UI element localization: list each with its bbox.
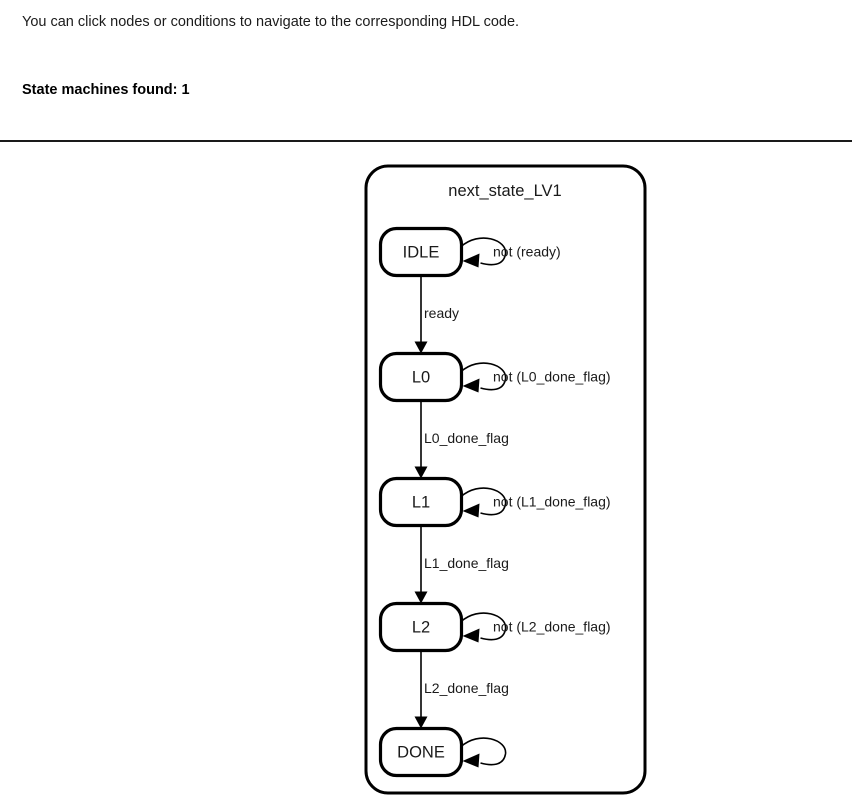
self-loop-path <box>459 612 507 641</box>
self-loop-label[interactable]: not (L0_done_flag) <box>493 369 611 385</box>
state-node-L1[interactable]: L1 <box>378 476 464 528</box>
self-loop-label[interactable]: not (L1_done_flag) <box>493 494 611 510</box>
state-node-L0[interactable]: L0 <box>378 351 464 403</box>
self-loop-label[interactable]: not (L2_done_flag) <box>493 619 611 635</box>
state-machines-found-label: State machines found: 1 <box>22 82 190 98</box>
transition-L1-to-L2[interactable]: L1_done_flag <box>414 525 509 604</box>
state-node-L2[interactable]: L2 <box>378 601 464 653</box>
self-loop-path <box>459 237 507 266</box>
state-node-label: L1 <box>412 493 430 511</box>
self-loop-label[interactable]: not (ready) <box>493 244 561 260</box>
state-node-shape <box>378 226 464 278</box>
header-area: You can click nodes or conditions to nav… <box>0 0 852 142</box>
self-loop-L0[interactable]: not (L0_done_flag) <box>459 362 611 393</box>
transition-label[interactable]: L1_done_flag <box>424 555 509 571</box>
self-loop-path <box>459 362 507 391</box>
transition-arrowhead <box>414 341 428 354</box>
state-node-shape <box>378 476 464 528</box>
transition-arrowhead <box>414 466 428 479</box>
state-node-label: IDLE <box>403 243 440 261</box>
self-loop-L1[interactable]: not (L1_done_flag) <box>459 487 611 518</box>
state-node-label: L2 <box>412 618 430 636</box>
transition-arrowhead <box>414 591 428 604</box>
self-loop-arrowhead <box>462 503 480 518</box>
self-loop-DONE[interactable] <box>459 737 507 768</box>
header-divider <box>0 140 852 142</box>
state-machine-svg[interactable]: next_state_LV1 readyL0_done_flagL1_done_… <box>0 142 852 810</box>
self-loop-path <box>459 737 507 766</box>
state-node-shape <box>378 726 464 778</box>
hint-text: You can click nodes or conditions to nav… <box>22 14 520 30</box>
self-loop-path <box>459 487 507 516</box>
self-loop-arrowhead <box>462 753 480 768</box>
transition-label[interactable]: ready <box>424 305 459 321</box>
edges-layer: readyL0_done_flagL1_done_flagL2_done_fla… <box>414 275 509 729</box>
self-loops-layer: not (ready) not (L0_done_flag)not (L1_don… <box>459 237 611 768</box>
transition-label[interactable]: L2_done_flag <box>424 680 509 696</box>
transition-L0-to-L1[interactable]: L0_done_flag <box>414 400 509 479</box>
self-loop-arrowhead <box>462 253 480 268</box>
transition-IDLE-to-L0[interactable]: ready <box>414 275 460 354</box>
state-node-DONE[interactable]: DONE <box>378 726 464 778</box>
self-loop-IDLE[interactable]: not (ready) <box>459 237 561 268</box>
transition-label[interactable]: L0_done_flag <box>424 430 509 446</box>
state-node-shape <box>378 601 464 653</box>
self-loop-arrowhead <box>462 378 480 393</box>
state-node-shape <box>378 351 464 403</box>
self-loop-arrowhead <box>462 628 480 643</box>
self-loop-L2[interactable]: not (L2_done_flag) <box>459 612 611 643</box>
transition-L2-to-DONE[interactable]: L2_done_flag <box>414 650 509 729</box>
fsm-title: next_state_LV1 <box>448 182 561 200</box>
state-node-label: DONE <box>397 743 445 761</box>
state-node-label: L0 <box>412 368 430 386</box>
transition-arrowhead <box>414 716 428 729</box>
state-node-IDLE[interactable]: IDLE <box>378 226 464 278</box>
